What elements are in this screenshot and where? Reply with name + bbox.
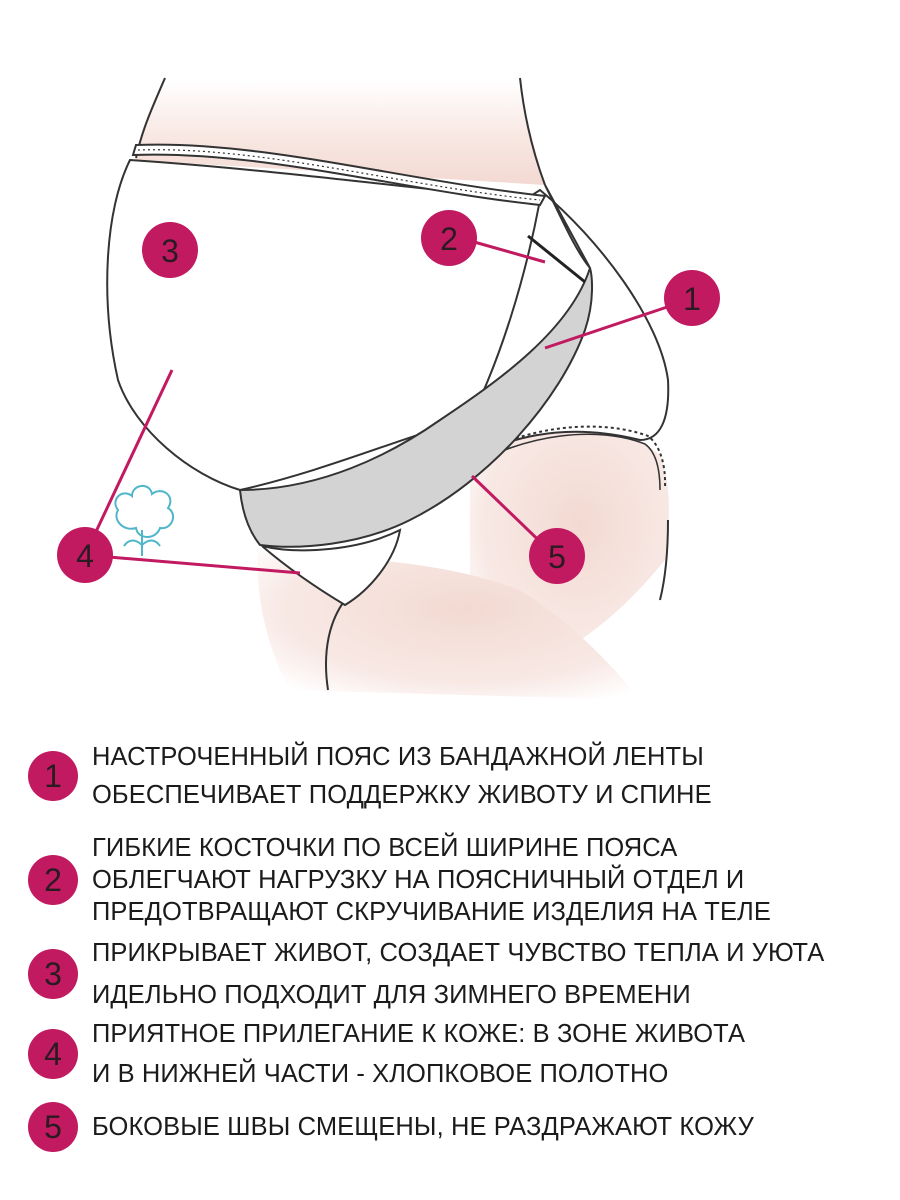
feature-description: НАСТРОЧЕННЫЙ ПОЯС ИЗ БАНДАЖНОЙ ЛЕНТЫ ОБЕ…	[92, 738, 712, 814]
callout-1: 1	[664, 270, 720, 326]
feature-line: БОКОВЫЕ ШВЫ СМЕЩЕНЫ, НЕ РАЗДРАЖАЮТ КОЖУ	[92, 1113, 754, 1141]
feature-item-1: 1 НАСТРОЧЕННЫЙ ПОЯС ИЗ БАНДАЖНОЙ ЛЕНТЫ О…	[28, 738, 888, 814]
feature-number-badge: 2	[28, 855, 78, 905]
feature-line: НАСТРОЧЕННЫЙ ПОЯС ИЗ БАНДАЖНОЙ ЛЕНТЫ	[92, 743, 704, 771]
feature-item-4: 4 ПРИЯТНОЕ ПРИЛЕГАНИЕ К КОЖЕ: В ЗОНЕ ЖИВ…	[28, 1014, 888, 1094]
waistband	[131, 143, 547, 207]
feature-item-2: 2 ГИБКИЕ КОСТОЧКИ ПО ВСЕЙ ШИРИНЕ ПОЯСА О…	[28, 832, 888, 928]
feature-item-5: 5 БОКОВЫЕ ШВЫ СМЕЩЕНЫ, НЕ РАЗДРАЖАЮТ КОЖ…	[28, 1102, 888, 1152]
svg-text:2: 2	[440, 221, 458, 257]
feature-line: ИДЕЛЬНО ПОДХОДИТ ДЛЯ ЗИМНЕГО ВРЕМЕНИ	[92, 981, 691, 1009]
feature-description: ПРИЯТНОЕ ПРИЛЕГАНИЕ К КОЖЕ: В ЗОНЕ ЖИВОТ…	[92, 1014, 745, 1094]
feature-line: ГИБКИЕ КОСТОЧКИ ПО ВСЕЙ ШИРИНЕ ПОЯСА	[92, 834, 678, 862]
back-leg-outline	[659, 519, 669, 601]
front-thigh-outline	[325, 599, 346, 691]
callout-2: 2	[421, 210, 477, 266]
cotton-flower-icon	[114, 485, 175, 556]
feature-line: ПРЕДОТВРАЩАЮТ СКРУЧИВАНИЕ ИЗДЕЛИЯ НА ТЕЛ…	[92, 898, 772, 926]
feature-line: ОБЛЕГЧАЮТ НАГРУЗКУ НА ПОЯСНИЧНЫЙ ОТДЕЛ И	[92, 866, 745, 894]
svg-text:3: 3	[161, 233, 179, 269]
belt-bone	[527, 234, 586, 284]
svg-text:1: 1	[683, 281, 701, 317]
leg-opening	[464, 433, 661, 491]
panty-front-lower	[261, 528, 402, 607]
feature-line: И В НИЖНЕЙ ЧАСТИ - ХЛОПКОВОЕ ПОЛОТНО	[92, 1060, 669, 1088]
feature-line: ПРИЯТНОЕ ПРИЛЕГАНИЕ К КОЖЕ: В ЗОНЕ ЖИВОТ…	[92, 1020, 746, 1048]
callout-5: 5	[529, 528, 585, 584]
feature-item-3: 3 ПРИКРЫВАЕТ ЖИВОТ, СОЗДАЕТ ЧУВСТВО ТЕПЛ…	[28, 932, 888, 1016]
feature-description: ПРИКРЫВАЕТ ЖИВОТ, СОЗДАЕТ ЧУВСТВО ТЕПЛА …	[92, 932, 824, 1016]
product-illustration: 3 2 1 4 5	[57, 77, 720, 700]
feature-number-badge: 3	[28, 949, 78, 999]
callout-4: 4	[57, 527, 113, 583]
bandage-belt	[238, 184, 594, 548]
feature-description: БОКОВЫЕ ШВЫ СМЕЩЕНЫ, НЕ РАЗДРАЖАЮТ КОЖУ	[92, 1110, 754, 1144]
torso-outline-right	[519, 77, 546, 186]
feature-line: ОБЕСПЕЧИВАЕТ ПОДДЕРЖКУ ЖИВОТУ И СПИНЕ	[92, 781, 712, 809]
callout-3: 3	[142, 222, 198, 278]
feature-description: ГИБКИЕ КОСТОЧКИ ПО ВСЕЙ ШИРИНЕ ПОЯСА ОБЛ…	[92, 832, 771, 928]
feature-line: ПРИКРЫВАЕТ ЖИВОТ, СОЗДАЕТ ЧУВСТВО ТЕПЛА …	[92, 939, 825, 967]
feature-number-badge: 1	[28, 751, 78, 801]
feature-number-badge: 5	[28, 1102, 78, 1152]
waistband-lace	[137, 149, 541, 201]
svg-text:5: 5	[548, 539, 566, 575]
svg-text:4: 4	[76, 538, 94, 574]
feature-number-badge: 4	[28, 1029, 78, 1079]
